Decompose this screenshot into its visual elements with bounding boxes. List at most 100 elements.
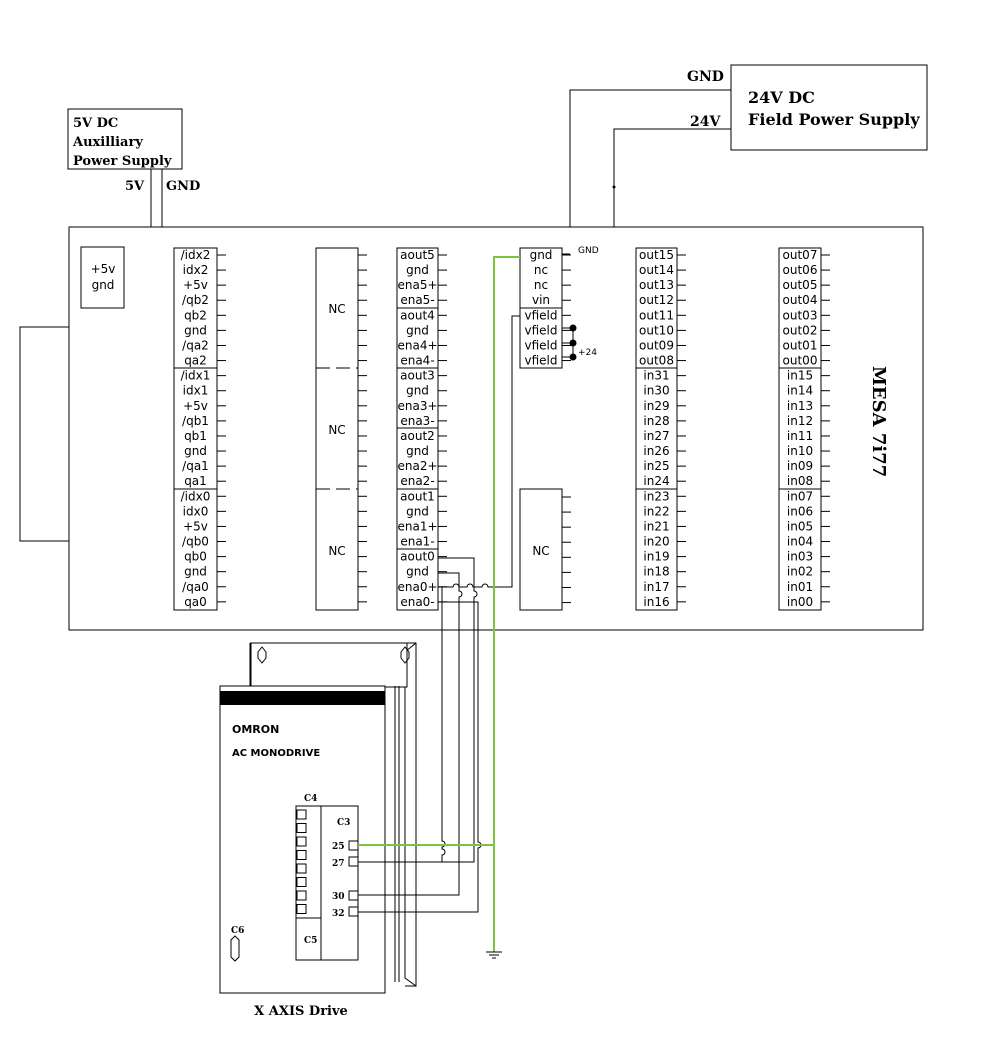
io1-pin-4: out11 [639, 308, 674, 322]
io2-pin-21: in02 [787, 565, 813, 579]
analog-pin-4: aout4 [400, 308, 435, 322]
analog-pin-10: ena3+ [397, 399, 437, 413]
encoder-pin-22: /qa0 [182, 580, 209, 594]
aux-conn-5v: +5v [91, 262, 116, 276]
io1-pin-21: in18 [643, 565, 669, 579]
io1-pin-17: in22 [643, 504, 669, 518]
drive-caption: X AXIS Drive [254, 1004, 348, 1019]
drive-terminal-25: 25 [332, 842, 345, 852]
analog-pin-3: ena5- [400, 293, 434, 307]
ps5-title-line-3: Power Supply [73, 154, 172, 169]
io1-pin-1: out14 [639, 263, 674, 277]
ac-drive: OMRON AC MONODRIVE C4 C3 C5 25 27 30 32 … [219, 642, 417, 1019]
encoder-pin-7: qa2 [184, 354, 207, 368]
io2-pin-22: in01 [787, 580, 813, 594]
io1-pin-18: in21 [643, 519, 669, 533]
analog-pin-21: gnd [406, 565, 429, 579]
field-pin-3: vin [532, 293, 550, 307]
io1-pin-8: in31 [643, 369, 669, 383]
analog-pin-13: gnd [406, 444, 429, 458]
analog-pin-11: ena3- [400, 414, 434, 428]
encoder-pin-6: /qa2 [182, 338, 209, 352]
encoder-pin-12: qb1 [184, 429, 207, 443]
field-pin-5: vfield [525, 323, 558, 337]
drive-terminal-32: 32 [332, 909, 345, 919]
analog-pin-1: gnd [406, 263, 429, 277]
io2-pin-5: out02 [783, 323, 818, 337]
io2-pin-7: out00 [783, 354, 818, 368]
io2-pin-8: in15 [787, 369, 813, 383]
nc-label-3: NC [328, 544, 345, 558]
analog-pin-8: aout3 [400, 369, 435, 383]
field-pin-2: nc [534, 278, 548, 292]
analog-pin-2: ena5+ [397, 278, 437, 292]
analog-pin-7: ena4- [400, 354, 434, 368]
encoder-pin-18: +5v [183, 519, 208, 533]
io2-pin-13: in10 [787, 444, 813, 458]
io2-pin-12: in11 [787, 429, 813, 443]
io2-pin-6: out01 [783, 338, 818, 352]
drive-c5-label: C5 [304, 936, 317, 946]
analog-pin-18: ena1+ [397, 519, 437, 533]
io1-pin-10: in29 [643, 399, 669, 413]
analog-pin-5: gnd [406, 323, 429, 337]
drive-terminal-27: 27 [332, 859, 345, 869]
mesa-board: MESA 7i77 +5v gnd /idx2idx2+5v/qb2qb2gnd… [19, 226, 924, 631]
nc-connector-left: NC NC NC [315, 247, 367, 611]
drive-terminal-30: 30 [332, 892, 345, 902]
io2-pin-18: in05 [787, 519, 813, 533]
encoder-pin-13: gnd [184, 444, 207, 458]
analog-pin-15: ena2- [400, 474, 434, 488]
field-pin-4: vfield [525, 308, 558, 322]
encoder-pin-15: qa1 [184, 474, 207, 488]
signal-wiring [358, 256, 520, 959]
encoder-connector: /idx2idx2+5v/qb2qb2gnd/qa2qa2/idx1idx1+5… [173, 247, 226, 611]
field-pin-1: nc [534, 263, 548, 277]
io2-pin-15: in08 [787, 474, 813, 488]
drive-model: AC MONODRIVE [232, 748, 320, 759]
encoder-pin-14: /qa1 [182, 459, 209, 473]
nc-label-4: NC [532, 544, 549, 558]
nc-label-1: NC [328, 302, 345, 316]
encoder-pin-0: /idx2 [181, 248, 211, 262]
io1-pin-7: out08 [639, 354, 674, 368]
encoder-pin-5: gnd [184, 323, 207, 337]
aux-conn-gnd: gnd [92, 278, 115, 292]
encoder-pin-19: /qb0 [182, 535, 209, 549]
io2-pin-1: out06 [783, 263, 818, 277]
encoder-pin-20: qb0 [184, 550, 207, 564]
encoder-pin-23: qa0 [184, 595, 207, 609]
analog-pin-22: ena0+ [397, 580, 437, 594]
analog-pin-23: ena0- [400, 595, 434, 609]
io-connector-2: out07out06out05out04out03out02out01out00… [778, 247, 830, 611]
analog-connector: aout5gndena5+ena5-aout4gndena4+ena4-aout… [396, 247, 447, 611]
field-plus24-label: +24 [578, 348, 597, 358]
io1-pin-9: in30 [643, 384, 669, 398]
drive-c4-label: C4 [304, 794, 317, 804]
analog-pin-16: aout1 [400, 489, 435, 503]
io1-pin-19: in20 [643, 535, 669, 549]
ps24-title-line-2: Field Power Supply [748, 110, 920, 129]
ps5-title-line-2: Auxilliary [72, 135, 143, 150]
io2-pin-4: out03 [783, 308, 818, 322]
io1-pin-12: in27 [643, 429, 669, 443]
io2-pin-14: in09 [787, 459, 813, 473]
analog-pin-14: ena2+ [397, 459, 437, 473]
ps24-pin-24v: 24V [690, 114, 721, 130]
encoder-pin-16: /idx0 [181, 489, 211, 503]
io2-pin-20: in03 [787, 550, 813, 564]
io2-pin-10: in13 [787, 399, 813, 413]
encoder-pin-21: gnd [184, 565, 207, 579]
io2-pin-9: in14 [787, 384, 813, 398]
ps5-pin-5v: 5V [125, 179, 145, 194]
analog-pin-17: gnd [406, 504, 429, 518]
io1-pin-23: in16 [643, 595, 669, 609]
analog-pin-20: aout0 [400, 550, 435, 564]
analog-pin-9: gnd [406, 384, 429, 398]
board-name: MESA 7i77 [868, 366, 889, 477]
drive-c3-label: C3 [337, 818, 350, 828]
ps24-title-line-1: 24V DC [748, 88, 815, 107]
encoder-pin-17: idx0 [183, 504, 209, 518]
ps24-pin-gnd: GND [687, 69, 724, 85]
